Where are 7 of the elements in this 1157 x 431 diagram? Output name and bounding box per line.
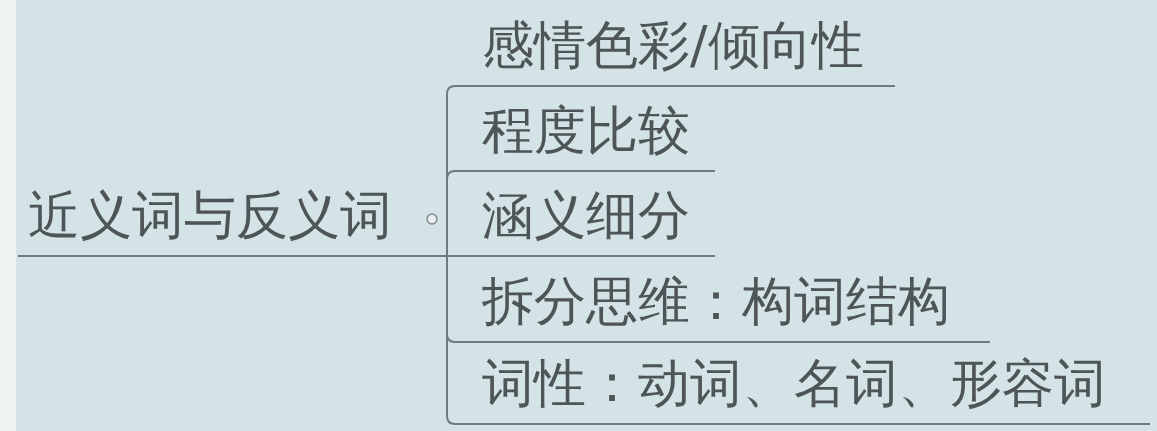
topic-text: 词性：动词、名词、形容词 <box>482 355 1106 413</box>
topic-text: 近义词与反义词 <box>28 187 392 245</box>
topic-text: 涵义细分 <box>482 187 690 245</box>
topic-text: 拆分思维：构词结构 <box>482 273 950 331</box>
topic-text: 感情色彩/倾向性 <box>482 17 864 75</box>
topic-text: 程度比较 <box>482 102 690 160</box>
branch-line <box>439 255 456 425</box>
